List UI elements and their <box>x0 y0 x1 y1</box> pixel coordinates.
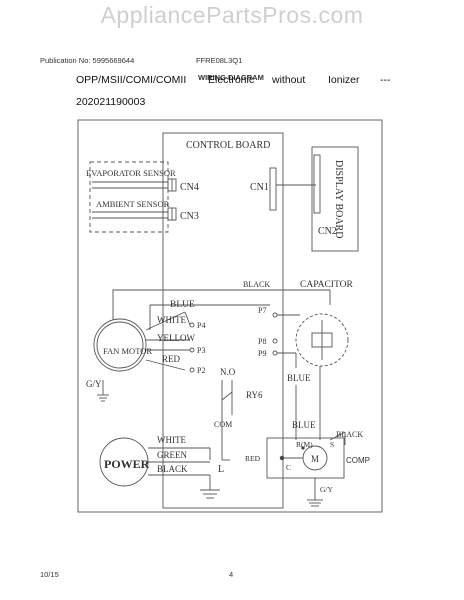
blue-comp-label: BLUE <box>292 420 316 430</box>
m-label: M <box>311 454 319 464</box>
p7-label: P7 <box>258 306 266 315</box>
blue-capacitor-label: BLUE <box>287 373 311 383</box>
c-label: C <box>286 463 291 472</box>
p2-label: P2 <box>197 366 205 375</box>
power-label: POWER <box>104 457 150 471</box>
relay-ry6-label: RY6 <box>246 390 263 400</box>
red-comp-label: RED <box>245 454 261 463</box>
red-fan-label: RED <box>162 354 181 364</box>
footer-page: 4 <box>229 570 234 579</box>
footer-date: 10/15 <box>40 570 59 579</box>
desc-word-1: OPP/MSII/COMI/COMII <box>76 74 187 86</box>
ambient-sensor-label: AMBIENT SENSOR <box>96 199 170 209</box>
cn4-label: CN4 <box>180 182 199 193</box>
black-top-label: BLACK <box>243 280 270 289</box>
relay-com-label: COM <box>214 420 232 429</box>
black-power-label: BLACK <box>157 464 188 474</box>
section-title: WIRING DIAGRAM <box>198 73 264 82</box>
ground-comp-label: G/Y <box>320 485 334 494</box>
desc-word-2: Electronic <box>208 74 255 86</box>
ground-left-label: G/Y <box>86 379 102 389</box>
l-label: L <box>218 464 224 475</box>
watermark: AppliancePartsPros.com <box>100 2 364 28</box>
cn3-label: CN3 <box>180 211 199 222</box>
blue-fan-label: BLUE <box>170 300 195 310</box>
yellow-label: YELLOW <box>157 333 195 343</box>
p9-label: P9 <box>258 349 266 358</box>
green-label: GREEN <box>157 450 187 460</box>
relay-no-label: N.O <box>220 367 236 377</box>
desc-word-5: --- <box>380 74 391 86</box>
black-comp-label: BLACK <box>336 430 363 439</box>
cn1-label: CN1 <box>250 182 269 193</box>
fan-motor-label: FAN MOTOR <box>103 346 152 356</box>
comp-label: COMP <box>346 456 370 465</box>
s-label: S <box>330 440 334 449</box>
model-number: FFRE08L3Q1 <box>196 56 243 65</box>
p3-label: P3 <box>197 346 205 355</box>
white-power-label: WHITE <box>157 435 186 445</box>
desc-word-3: without <box>272 74 306 86</box>
publication-number: Publication No: 5995669644 <box>40 56 135 65</box>
display-board-label: DISPLAY BOARD <box>333 160 344 238</box>
p8-label: P8 <box>258 337 266 346</box>
rm-label: R(M) <box>296 440 313 449</box>
white-fan-label: WHITE <box>157 315 186 325</box>
evaporator-sensor-label: EVAPORATOR SENSOR <box>86 168 176 178</box>
capacitor-label: CAPACITOR <box>300 280 353 290</box>
p4-label: P4 <box>197 321 205 330</box>
cn2-label: CN2 <box>318 226 337 237</box>
desc-word-4: Ionizer <box>328 74 360 86</box>
control-board-label: CONTROL BOARD <box>186 140 270 151</box>
desc-code: 202021190003 <box>76 96 146 108</box>
